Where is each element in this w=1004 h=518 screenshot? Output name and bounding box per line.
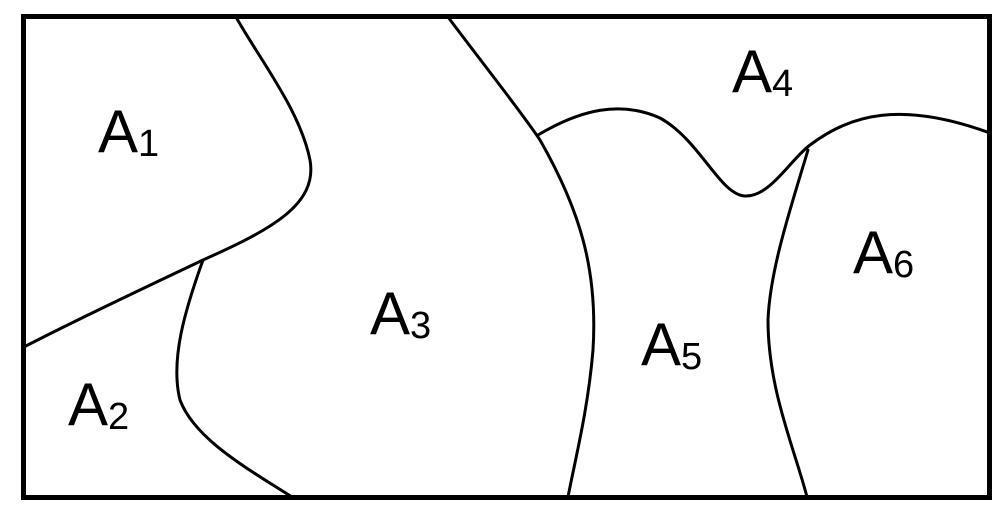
region-letter: A — [641, 311, 681, 378]
region-letter: A — [370, 280, 410, 347]
region-subscript: 3 — [410, 305, 431, 347]
region-letter: A — [98, 98, 138, 165]
region-label-a4: A4 — [732, 38, 793, 105]
boundary-a4-lower — [536, 107, 992, 198]
region-label-a3: A3 — [370, 280, 431, 347]
region-subscript: 5 — [681, 336, 702, 378]
region-label-a1: A1 — [98, 98, 159, 165]
region-letter: A — [68, 371, 108, 438]
region-label-a5: A5 — [641, 311, 702, 378]
region-subscript: 4 — [772, 63, 793, 105]
region-label-a2: A2 — [68, 371, 129, 438]
boundary-a3-a5 — [446, 15, 596, 499]
region-subscript: 2 — [108, 396, 129, 438]
region-letter: A — [732, 38, 772, 105]
boundary-a1-a3 — [201, 15, 313, 262]
region-subscript: 6 — [893, 244, 914, 286]
outer-boundary-frame — [21, 14, 992, 500]
boundary-a5-a6 — [766, 148, 810, 499]
region-subscript: 1 — [138, 123, 159, 165]
boundary-a2-a3 — [175, 258, 294, 499]
region-letter: A — [853, 219, 893, 286]
region-label-a6: A6 — [853, 219, 914, 286]
boundary-a1-a2 — [22, 258, 205, 349]
